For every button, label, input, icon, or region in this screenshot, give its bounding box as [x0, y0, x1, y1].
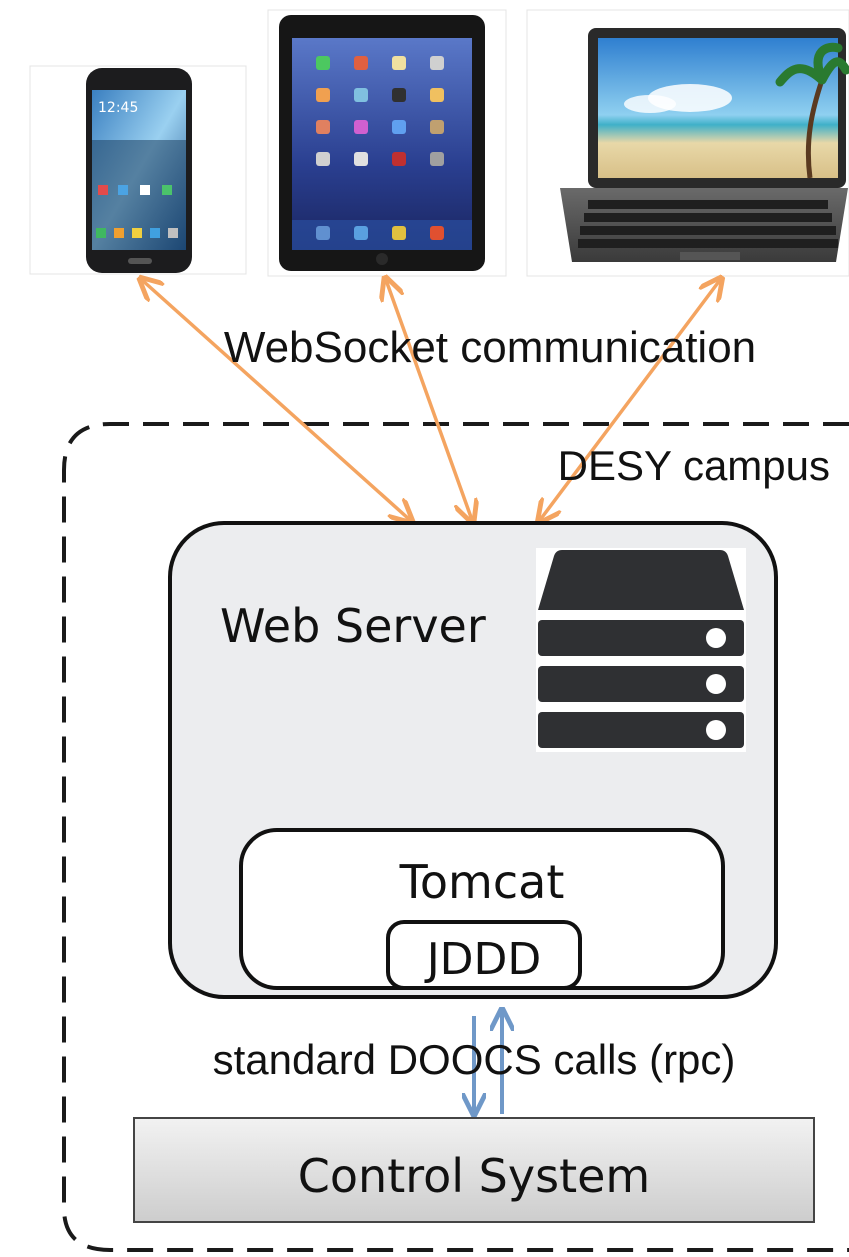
campus-boundary: [62, 422, 849, 1252]
tablet-icon: [267, 9, 507, 277]
campus-label: DESY campus: [558, 442, 830, 489]
control-system-box: [133, 1117, 815, 1223]
smartphone-icon: 12:45: [29, 65, 247, 275]
rpc-arrows: [474, 1012, 502, 1114]
web-server-label: Web Server: [220, 599, 486, 653]
doocs-label: standard DOOCS calls (rpc): [213, 1036, 736, 1083]
tomcat-label: Tomcat: [399, 855, 565, 909]
server-rack-icon: [536, 548, 746, 752]
svg-text:12:45: 12:45: [98, 100, 138, 116]
jddd-label: JDDD: [424, 934, 542, 985]
jddd-box: [386, 920, 582, 990]
websocket-label: WebSocket communication: [224, 323, 756, 372]
laptop-icon: [526, 9, 849, 277]
control-system-label: Control System: [298, 1149, 650, 1203]
websocket-arrows: [142, 280, 720, 520]
